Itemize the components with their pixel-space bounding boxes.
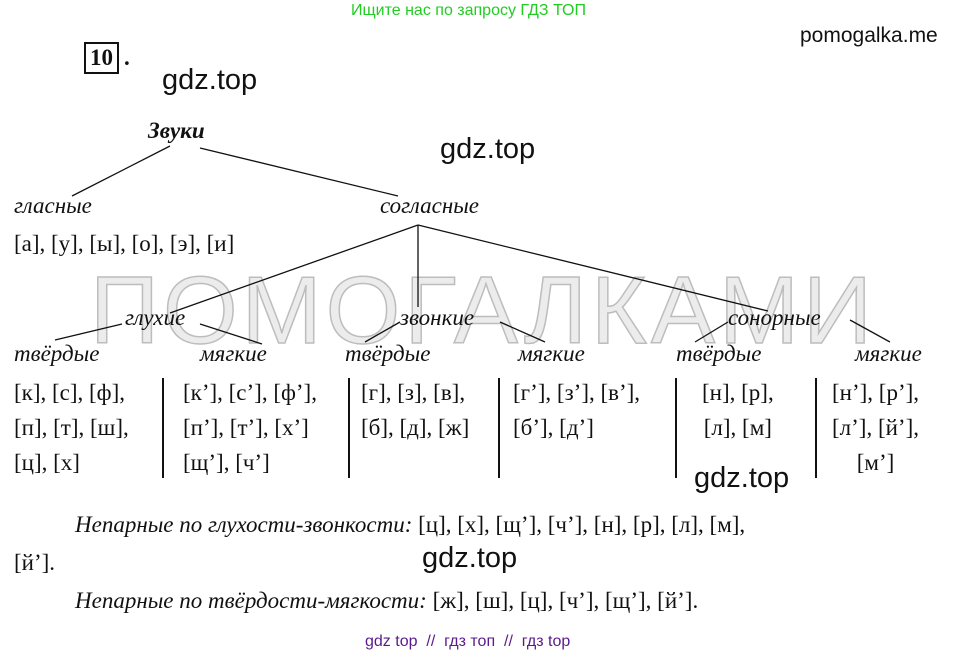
divider bbox=[675, 378, 677, 478]
note-unpaired-hardness: Непарные по твёрдости-мягкости: [ж], [ш]… bbox=[75, 588, 699, 613]
sonorant-soft-list: [н’], [р’],[л’], [й’],[м’] bbox=[832, 380, 920, 475]
group-voiceless: глухие bbox=[125, 305, 186, 330]
hard-label: твёрдые bbox=[345, 341, 431, 366]
watermark-big: ПОМОГАЛКАМИ bbox=[89, 256, 876, 365]
gdz-watermark: gdz.top bbox=[422, 542, 518, 574]
gdz-watermark: gdz.top bbox=[694, 462, 790, 494]
root-label: Звуки bbox=[148, 118, 205, 143]
note-unpaired-voicing-cont: [й’]. bbox=[14, 550, 56, 575]
search-banner[interactable]: Ищите нас по запросу ГДЗ ТОП bbox=[351, 2, 586, 19]
vowels-label: гласные bbox=[14, 193, 92, 218]
voiceless-hard-list: [к], [с], [ф],[п], [т], [ш],[ц], [х] bbox=[14, 380, 129, 475]
hard-label: твёрдые bbox=[14, 341, 100, 366]
period: . bbox=[124, 45, 130, 70]
group-sonorant: сонорные bbox=[728, 305, 821, 330]
gdz-watermark: gdz.top bbox=[440, 133, 536, 165]
soft-label: мягкие bbox=[518, 341, 585, 366]
voiced-hard-list: [г], [з], [в],[б], [д], [ж] bbox=[361, 380, 470, 440]
gdz-watermark: gdz.top bbox=[162, 64, 258, 96]
divider bbox=[498, 378, 500, 478]
exercise-number: 10 bbox=[84, 42, 119, 74]
divider bbox=[162, 378, 164, 478]
soft-label: мягкие bbox=[855, 341, 922, 366]
voiceless-soft-list: [к’], [с’], [ф’],[п’], [т’], [х’][щ’], [… bbox=[183, 380, 317, 475]
soft-label: мягкие bbox=[200, 341, 267, 366]
note-unpaired-voicing: Непарные по глухости-звонкости: [ц], [х]… bbox=[75, 512, 746, 537]
voiced-soft-list: [г’], [з’], [в’],[б’], [д’] bbox=[513, 380, 641, 440]
consonants-label: согласные bbox=[380, 193, 480, 218]
divider bbox=[348, 378, 350, 478]
divider bbox=[815, 378, 817, 478]
hard-label: твёрдые bbox=[676, 341, 762, 366]
site-name[interactable]: pomogalka.me bbox=[800, 24, 938, 47]
group-voiced: звонкие bbox=[400, 305, 475, 330]
footer-links[interactable]: gdz top // гдз топ // гдз top bbox=[365, 633, 571, 650]
vowels-sounds: [а], [у], [ы], [о], [э], [и] bbox=[14, 231, 235, 256]
sonorant-hard-list: [н], [р],[л], [м] bbox=[702, 380, 774, 440]
